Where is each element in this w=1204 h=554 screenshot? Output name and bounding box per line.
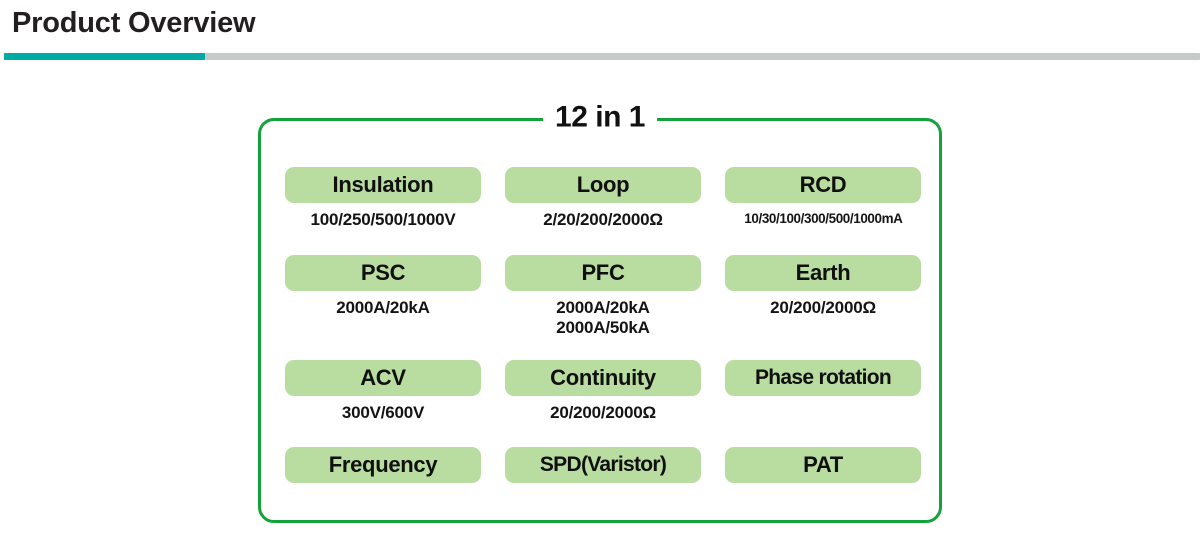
page-title: Product Overview: [12, 7, 256, 39]
feature-panel: 12 in 1 Insulation 100/250/500/1000V Loo…: [258, 102, 942, 523]
feature-item-acv: ACV 300V/600V: [285, 360, 481, 447]
panel-title: 12 in 1: [543, 102, 657, 133]
feature-chip-earth[interactable]: Earth: [725, 255, 921, 291]
feature-spec-rcd: 10/30/100/300/500/1000mA: [743, 210, 903, 226]
feature-item-earth: Earth 20/200/2000Ω: [725, 255, 921, 360]
feature-item-phase-rotation: Phase rotation: [725, 360, 921, 447]
feature-chip-pfc[interactable]: PFC: [505, 255, 701, 291]
feature-spec-psc: 2000A/20kA: [336, 298, 430, 317]
feature-chip-continuity[interactable]: Continuity: [505, 360, 701, 396]
feature-item-continuity: Continuity 20/200/2000Ω: [505, 360, 701, 447]
spec-line: 2000A/20kA: [336, 298, 430, 317]
header-divider: [4, 53, 1200, 60]
feature-item-loop: Loop 2/20/200/2000Ω: [505, 167, 701, 255]
feature-item-insulation: Insulation 100/250/500/1000V: [285, 167, 481, 255]
feature-chip-frequency[interactable]: Frequency: [285, 447, 481, 483]
feature-chip-pat[interactable]: PAT: [725, 447, 921, 483]
feature-spec-insulation: 100/250/500/1000V: [310, 211, 455, 228]
feature-spec-loop: 2/20/200/2000Ω: [543, 211, 663, 228]
feature-chip-loop[interactable]: Loop: [505, 167, 701, 203]
feature-grid: Insulation 100/250/500/1000V Loop 2/20/2…: [285, 167, 921, 493]
feature-spec-acv: 300V/600V: [341, 403, 425, 422]
spec-line: 2/20/200/2000Ω: [543, 210, 663, 229]
feature-chip-spd-varistor[interactable]: SPD(Varistor): [505, 447, 701, 483]
feature-chip-insulation[interactable]: Insulation: [285, 167, 481, 203]
spec-line: 20/200/2000Ω: [550, 403, 656, 422]
spec-line: 10/30/100/300/500/1000mA: [743, 210, 903, 226]
page-header: Product Overview: [0, 0, 1204, 60]
spec-line: 300V/600V: [341, 403, 425, 422]
spec-line: 2000A/20kA: [556, 298, 650, 317]
feature-item-psc: PSC 2000A/20kA: [285, 255, 481, 360]
feature-chip-acv[interactable]: ACV: [285, 360, 481, 396]
feature-chip-rcd[interactable]: RCD: [725, 167, 921, 203]
feature-spec-pfc: 2000A/20kA 2000A/50kA: [556, 298, 650, 337]
spec-line: 2000A/50kA: [556, 318, 650, 337]
feature-item-frequency: Frequency: [285, 447, 481, 493]
feature-spec-continuity: 20/200/2000Ω: [550, 404, 656, 421]
feature-chip-psc[interactable]: PSC: [285, 255, 481, 291]
feature-spec-earth: 20/200/2000Ω: [770, 299, 876, 316]
feature-item-rcd: RCD 10/30/100/300/500/1000mA: [725, 167, 921, 255]
feature-chip-phase-rotation[interactable]: Phase rotation: [725, 360, 921, 396]
feature-item-spd-varistor: SPD(Varistor): [505, 447, 701, 493]
feature-item-pat: PAT: [725, 447, 921, 493]
feature-item-pfc: PFC 2000A/20kA 2000A/50kA: [505, 255, 701, 360]
spec-line: 100/250/500/1000V: [310, 210, 456, 229]
spec-line: 20/200/2000Ω: [770, 298, 876, 317]
header-divider-accent: [4, 53, 205, 60]
